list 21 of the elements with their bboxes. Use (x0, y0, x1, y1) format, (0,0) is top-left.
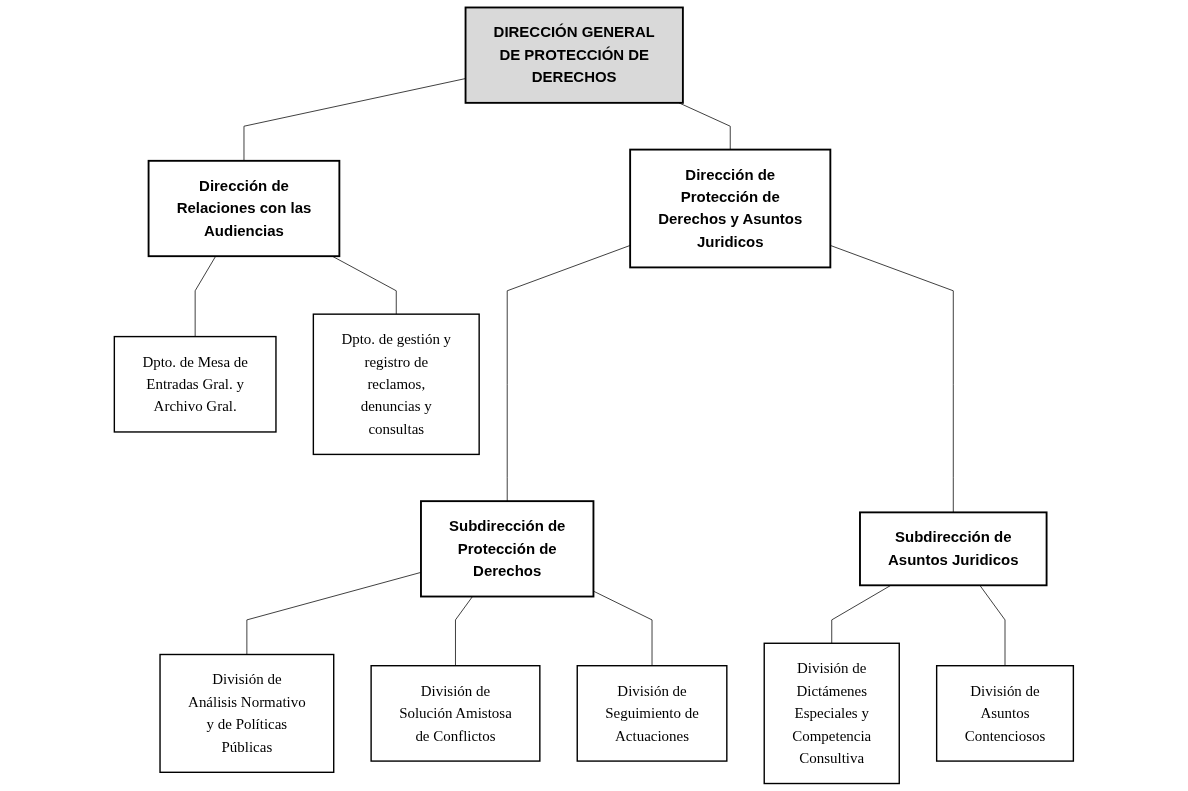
connector (830, 244, 954, 513)
node-box: Dirección de Protección de Derechos y Asuntos Juridicos (629, 148, 832, 269)
connector (593, 590, 653, 667)
connector (678, 102, 731, 151)
node-box: Dpto. de Mesa de Entradas Gral. y Archivo Gral. (113, 335, 277, 433)
node-box: Dpto. de gestión y registro de reclamos, denuncias y consultas (312, 313, 480, 456)
node-box: Subdirección de Protección de Derechos (420, 500, 595, 598)
connector (831, 584, 892, 644)
connector (979, 584, 1006, 667)
node-box: División de Análisis Normativo y de Políticas Públicas (159, 653, 335, 773)
node-box: DIRECCIÓN GENERAL DE PROTECCIÓN DE DERECHOS (464, 6, 684, 104)
node-box: División de Asuntos Contenciosos (936, 665, 1075, 762)
connector (455, 596, 474, 667)
connector (506, 244, 631, 502)
node-box: División de Dictámenes Especiales y Competencia Consultiva (763, 642, 901, 785)
node-box: Subdirección de Asuntos Juridicos (859, 511, 1048, 587)
node-box: División de Solución Amistosa de Conflictos (370, 665, 541, 762)
connector (194, 255, 217, 338)
connector (246, 571, 422, 655)
node-box: Dirección de Relaciones con las Audiencias (147, 159, 341, 258)
node-box: División de Seguimiento de Actuaciones (576, 665, 728, 762)
